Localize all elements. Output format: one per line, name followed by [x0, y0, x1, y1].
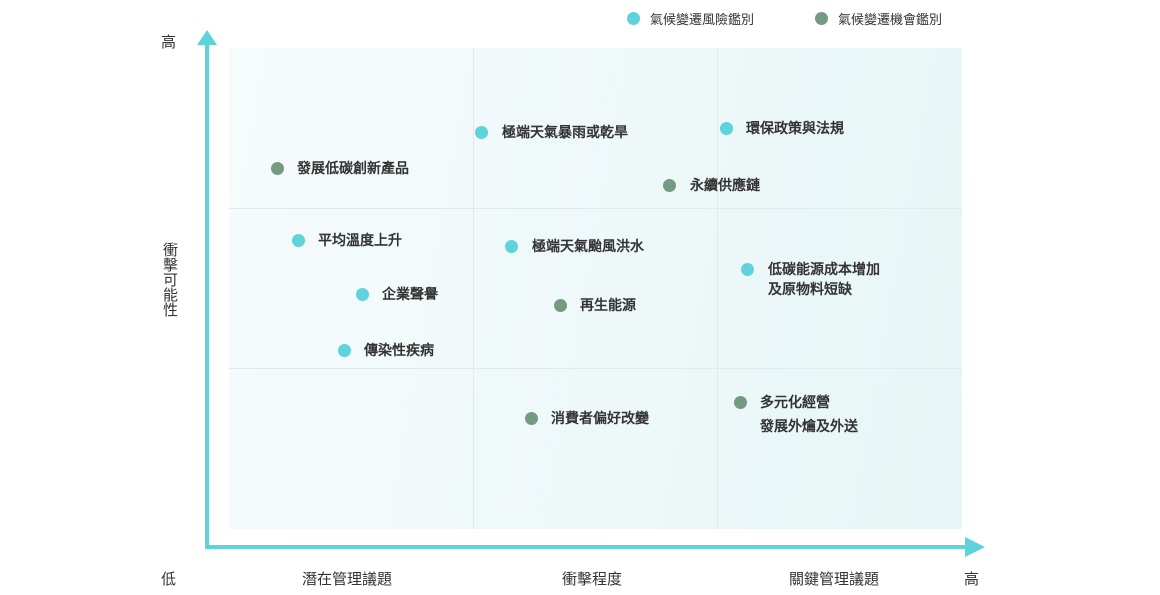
item-label: 極端天氣颱風洪水	[532, 239, 644, 255]
risk-dot-icon	[338, 344, 351, 357]
risk-dot-icon	[627, 12, 640, 25]
opportunity-dot-icon	[525, 412, 538, 425]
item-label: 消費者偏好改變	[551, 411, 649, 427]
risk-dot-icon	[505, 240, 518, 253]
opportunity-dot-icon	[734, 396, 747, 409]
legend-label-risk: 氣候變遷風險鑑別	[650, 13, 755, 28]
item-label: 永續供應鏈	[690, 178, 760, 194]
x-axis-title: 衝擊程度	[562, 570, 623, 588]
opportunity-dot-icon	[815, 12, 828, 25]
y-axis-arrow-icon	[197, 30, 217, 45]
item-label: 環保政策與法規	[746, 121, 844, 137]
plot-area	[229, 48, 962, 529]
grid-line-horizontal	[229, 208, 962, 209]
x-axis-high-label: 高	[964, 570, 980, 588]
x-axis-arrow-icon	[965, 537, 985, 557]
x-axis-right-group-label: 關鍵管理議題	[789, 570, 880, 588]
item-label: 發展外爚及外送	[760, 419, 858, 435]
y-axis-low-label: 低	[161, 570, 177, 588]
risk-dot-icon	[356, 288, 369, 301]
item-label: 平均溫度上升	[318, 233, 402, 249]
item-label: 企業聲譽	[382, 287, 438, 303]
legend-label-opportunity: 氣候變遷機會鑑別	[838, 13, 943, 28]
y-axis	[205, 40, 209, 548]
item-label: 低碳能源成本增加	[768, 262, 880, 278]
item-label: 極端天氣暴雨或乾旱	[502, 125, 628, 141]
opportunity-dot-icon	[271, 162, 284, 175]
legend-item-opportunity: 氣候變遷機會鑑別	[815, 9, 942, 28]
y-axis-title: 衝擊可能性	[161, 242, 179, 317]
legend-item-risk: 氣候變遷風險鑑別	[627, 9, 754, 28]
item-label: 多元化經營	[760, 395, 830, 411]
y-axis-high-label: 高	[161, 33, 177, 51]
risk-dot-icon	[292, 234, 305, 247]
item-label: 傳染性疾病	[364, 343, 434, 359]
x-axis	[205, 545, 970, 549]
opportunity-dot-icon	[554, 299, 567, 312]
risk-dot-icon	[741, 263, 754, 276]
risk-dot-icon	[475, 126, 488, 139]
item-label: 及原物料短缺	[768, 282, 852, 298]
opportunity-dot-icon	[663, 179, 676, 192]
risk-dot-icon	[720, 122, 733, 135]
x-axis-left-group-label: 潛在管理議題	[302, 570, 393, 588]
grid-line-horizontal	[229, 368, 962, 369]
grid-line-vertical	[717, 48, 718, 529]
grid-line-vertical	[473, 48, 474, 529]
item-label: 發展低碳創新產品	[297, 161, 409, 177]
item-label: 再生能源	[580, 298, 636, 314]
